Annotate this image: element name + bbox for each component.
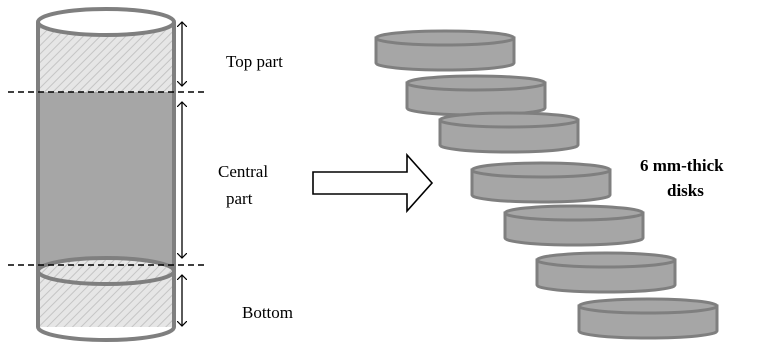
- disk-top-face: [470, 161, 612, 179]
- disk: [577, 297, 719, 340]
- disk: [438, 111, 580, 154]
- disk-side: [438, 118, 580, 154]
- central-part-label-line2: part: [226, 189, 253, 208]
- disk-side: [503, 211, 645, 247]
- disks-label-line2: disks: [667, 181, 704, 200]
- disk-stack: [374, 29, 719, 340]
- top-part-label: Top part: [226, 52, 283, 71]
- disk: [470, 161, 612, 204]
- disk-top-face: [438, 111, 580, 129]
- cylinder-bottom-rim: [36, 326, 176, 342]
- bottom-label: Bottom: [242, 303, 293, 322]
- disk: [535, 251, 677, 294]
- disk-top-face: [374, 29, 516, 47]
- central-part-section: [38, 92, 174, 265]
- disk-side: [470, 168, 612, 204]
- disk-top-face: [577, 297, 719, 315]
- disks-label-line1: 6 mm-thick: [640, 156, 724, 175]
- cylinder-top-face: [36, 7, 176, 37]
- disk: [405, 74, 547, 117]
- disk-top-face: [535, 251, 677, 269]
- disk-top-face: [503, 204, 645, 222]
- transform-arrow-icon: [312, 152, 434, 214]
- disk: [374, 29, 516, 72]
- disk: [503, 204, 645, 247]
- bottom-section-top-face: [36, 256, 176, 286]
- disk-side: [374, 36, 516, 72]
- disk-side: [535, 258, 677, 294]
- disk-top-face: [405, 74, 547, 92]
- disk-side: [577, 304, 719, 340]
- central-part-label-line1: Central: [218, 162, 268, 181]
- core-cylinder: [36, 7, 176, 342]
